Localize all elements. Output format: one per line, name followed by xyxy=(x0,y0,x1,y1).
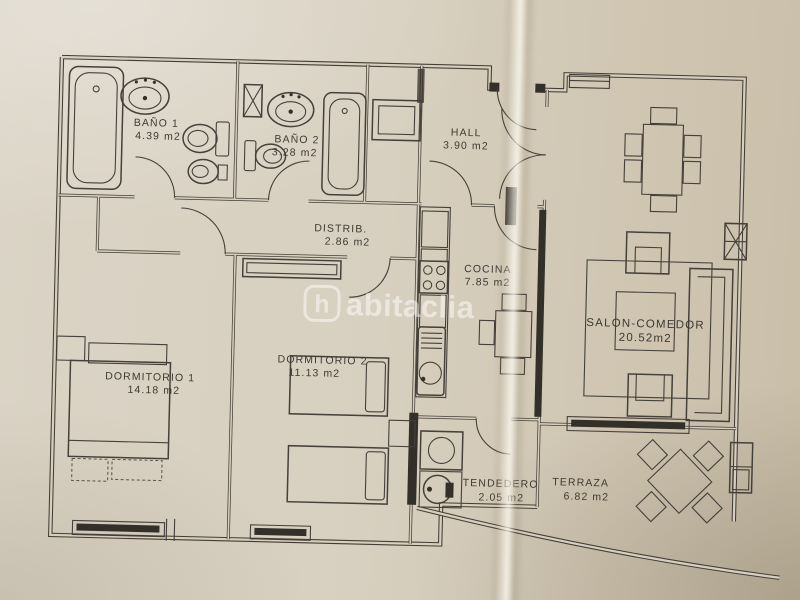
windows xyxy=(71,73,690,541)
stove-icon xyxy=(418,260,449,295)
watermark-logo-letter: h xyxy=(314,290,330,318)
toilet-2 xyxy=(243,140,287,172)
nightstand xyxy=(387,419,416,448)
room-label-cocina-name: COCINA xyxy=(464,263,512,276)
terrace-table xyxy=(635,438,725,524)
room-label-hall-name: HALL xyxy=(451,127,482,140)
room-label-bano1-area: 4.39 m2 xyxy=(135,130,181,143)
sink-2 xyxy=(266,91,315,128)
room-label-dorm1-area: 14.18 m2 xyxy=(127,384,180,397)
bed-single-2 xyxy=(286,444,390,505)
bed-double xyxy=(55,335,172,482)
washing-machine-icon xyxy=(419,430,464,471)
rug xyxy=(583,259,713,400)
sink-1 xyxy=(120,77,170,115)
bidet-1 xyxy=(187,158,228,185)
coffee-table xyxy=(614,291,676,352)
wardrobe xyxy=(241,257,342,280)
kitchen-sink xyxy=(416,326,447,397)
column-icon xyxy=(723,222,748,261)
sofa xyxy=(685,267,734,423)
planter xyxy=(728,441,754,494)
armchair-top xyxy=(625,231,671,275)
room-label-tendedero-name: TENDEDERO xyxy=(463,477,539,491)
room-label-dorm2-area: 11.13 m2 xyxy=(288,367,340,380)
room-label-bano1-name: BAÑO 1 xyxy=(134,116,179,130)
room-label-bano2-area: 3.28 m2 xyxy=(272,146,318,159)
room-label-distrib-name: DISTRIB. xyxy=(314,222,367,235)
room-label-salon-area: 20.52m2 xyxy=(619,332,672,345)
kitchen-counter xyxy=(415,206,451,399)
room-label-dorm2-name: DORMITORIO 2 xyxy=(277,353,367,367)
armchair-bottom xyxy=(626,373,674,418)
bathtub-1 xyxy=(66,65,125,191)
habitaclia-watermark: h abitaclia xyxy=(303,284,476,325)
room-label-hall-area: 3.90 m2 xyxy=(443,139,489,152)
vent-shaft-icon xyxy=(242,83,264,118)
kitchen-table xyxy=(478,293,533,376)
room-label-salon-name: SALON-COMEDOR xyxy=(586,317,705,332)
room-label-bano2-name: BAÑO 2 xyxy=(274,132,319,146)
water-heater-icon xyxy=(418,470,463,509)
room-label-tendedero-area: 2.05 m2 xyxy=(478,491,524,504)
room-label-terraza-name: TERRAZA xyxy=(552,476,609,489)
toilet-1 xyxy=(182,121,230,157)
watermark-logo-icon xyxy=(303,284,341,323)
hall-closet xyxy=(371,98,422,142)
watermark-text: abitaclia xyxy=(346,287,476,325)
room-label-cocina-area: 7.85 m2 xyxy=(465,276,511,289)
dining-table xyxy=(623,106,702,213)
bathtub-2 xyxy=(321,91,367,197)
bed-single-1 xyxy=(288,354,390,417)
room-label-terraza-area: 6.82 m2 xyxy=(563,490,609,503)
room-label-distrib-area: 2.86 m2 xyxy=(325,236,371,249)
room-label-dorm1-name: DORMITORIO 1 xyxy=(105,370,195,384)
